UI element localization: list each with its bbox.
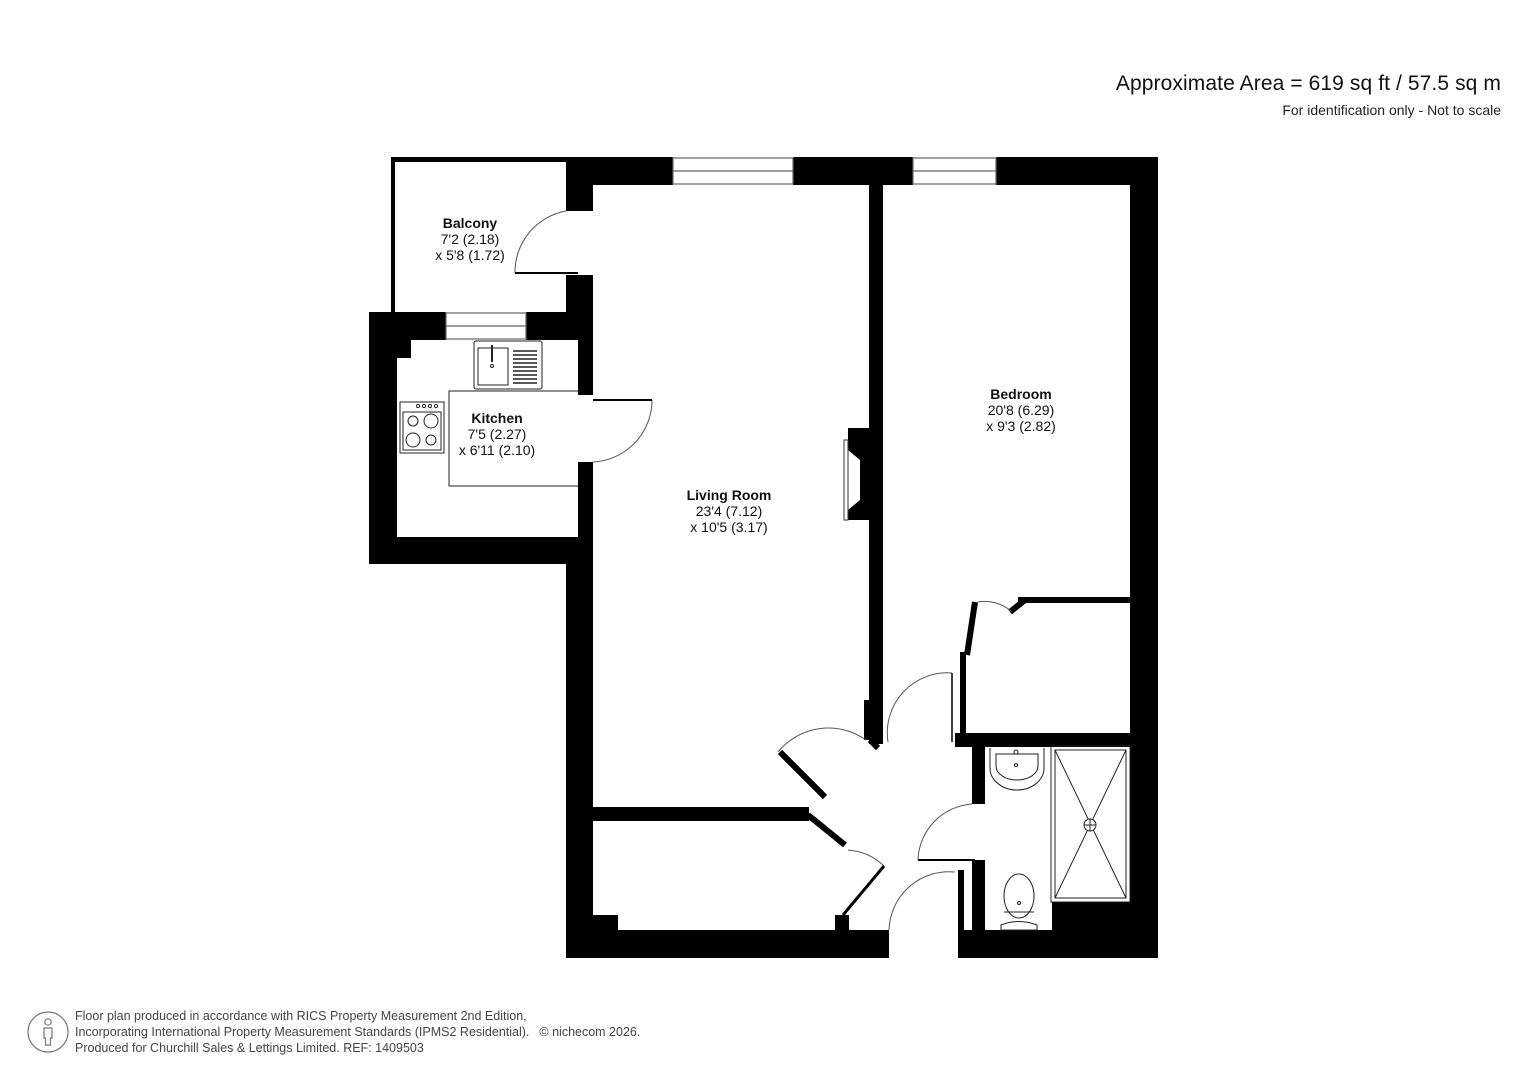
room-balcony: Balcony 7'2 (2.18) x 5'8 (1.72) — [435, 215, 505, 263]
kitchen-worktop — [448, 390, 578, 487]
fireplace-icon — [843, 439, 860, 521]
copyright: © nichecom 2026. — [539, 1025, 641, 1039]
room-name: Kitchen — [471, 410, 523, 426]
person-icon — [27, 1011, 69, 1053]
room-dimension-width: x 5'8 (1.72) — [435, 247, 505, 263]
room-dimension-length: 7'2 (2.18) — [440, 231, 500, 247]
footer-line-1: Floor plan produced in accordance with R… — [75, 1009, 527, 1023]
room-dimension-width: x 9'3 (2.82) — [986, 418, 1056, 434]
footer-line-3: Produced for Churchill Sales & Lettings … — [75, 1041, 424, 1055]
approximate-area: Approximate Area = 619 sq ft / 57.5 sq m — [1115, 72, 1501, 95]
room-kitchen: Kitchen 7'5 (2.27) x 6'11 (2.10) — [459, 410, 535, 458]
walls — [369, 157, 1158, 958]
footer-text: Floor plan produced in accordance with R… — [75, 1008, 640, 1056]
room-dimension-length: 23'4 (7.12) — [695, 503, 763, 519]
room-name: Bedroom — [990, 386, 1052, 402]
room-bedroom: Bedroom 20'8 (6.29) x 9'3 (2.82) — [986, 386, 1056, 434]
sink-icon — [473, 340, 543, 390]
footer-line-2: Incorporating International Property Mea… — [75, 1025, 530, 1039]
room-dimension-width: x 6'11 (2.10) — [458, 442, 536, 458]
room-dimension-width: x 10'5 (3.17) — [690, 519, 768, 535]
toilet-icon — [1000, 873, 1038, 931]
windows — [445, 157, 997, 340]
shower-tray-icon — [1050, 745, 1131, 903]
room-dimension-length: 20'8 (6.29) — [987, 402, 1055, 418]
room-living-room: Living Room 23'4 (7.12) x 10'5 (3.17) — [687, 487, 772, 535]
area-header: Approximate Area = 619 sq ft / 57.5 sq m… — [1116, 72, 1501, 118]
basin-icon — [989, 748, 1045, 791]
door-swings — [514, 210, 1013, 931]
room-dimension-length: 7'5 (2.27) — [467, 426, 527, 442]
hob-icon — [399, 401, 445, 454]
room-name: Living Room — [686, 487, 772, 503]
room-name: Balcony — [442, 215, 498, 231]
footer: Floor plan produced in accordance with R… — [26, 1008, 640, 1056]
angled-walls — [777, 597, 1027, 848]
scale-note: For identification only - Not to scale — [1282, 102, 1501, 118]
